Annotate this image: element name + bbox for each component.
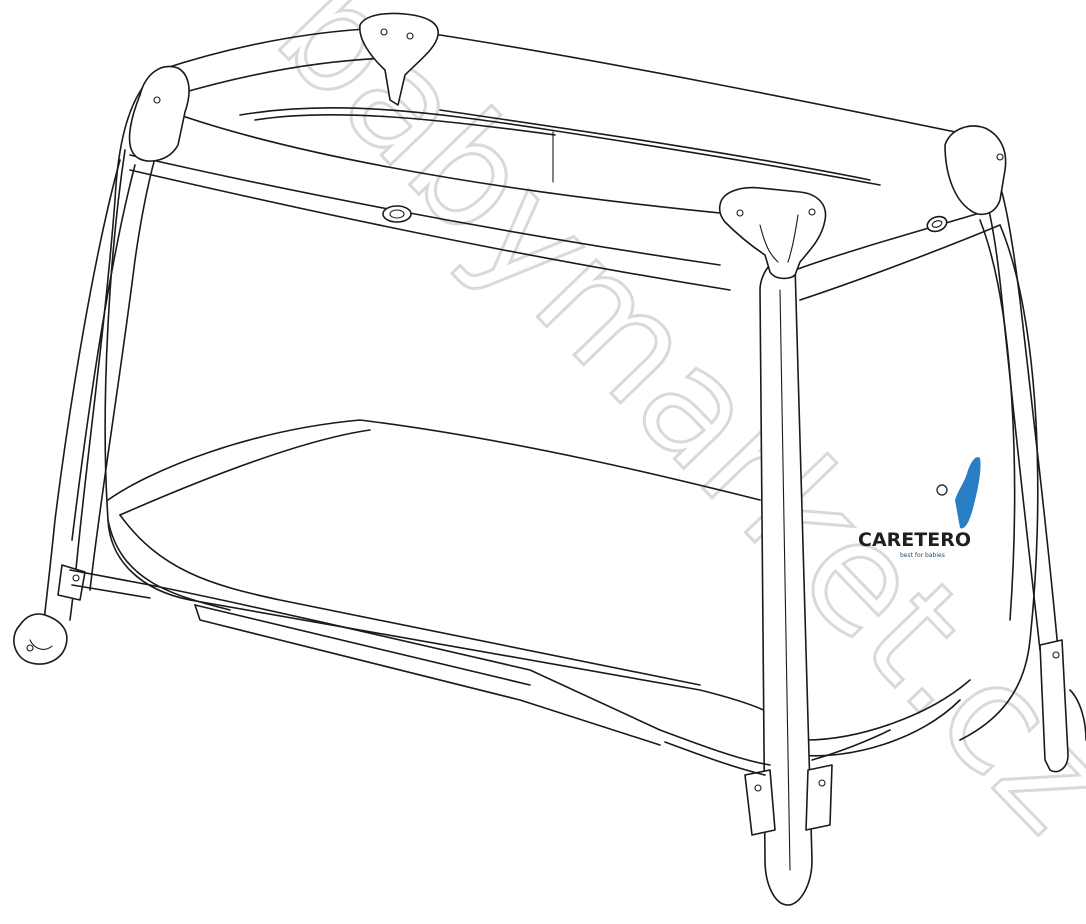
logo-dot-icon <box>936 484 948 496</box>
cot-body <box>104 27 1039 757</box>
rail-rivets <box>382 205 948 233</box>
logo-brand-text: CARETERO <box>858 529 971 551</box>
corner-connectors <box>128 12 1007 280</box>
logo-check-icon <box>955 457 981 529</box>
front-rail-rivet <box>382 205 412 223</box>
logo-tagline-text: best for babies <box>900 552 945 559</box>
side-rail-rivet <box>926 215 948 233</box>
brand-logo: CARETERO best for babies <box>858 457 981 559</box>
